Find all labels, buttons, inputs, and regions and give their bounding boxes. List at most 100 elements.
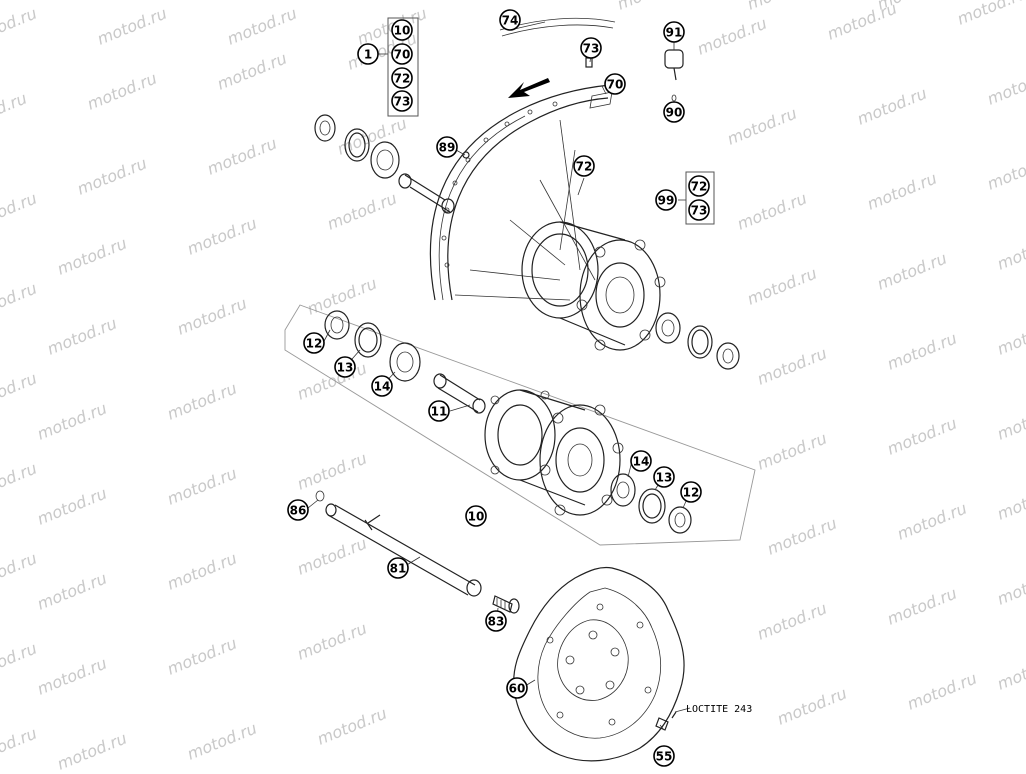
group-item-callout-73: 73: [688, 199, 710, 221]
callout-label: 13: [337, 361, 354, 375]
watermark-text: motod.ru: [764, 514, 839, 559]
watermark-text: motod.ru: [0, 189, 40, 234]
callout-circle: [655, 189, 677, 211]
watermark-text: motod.ru: [294, 534, 369, 579]
callout-14: 14: [371, 375, 393, 397]
callout-label: 72: [576, 160, 593, 174]
rim-center-line: [438, 115, 526, 301]
callout-label: 12: [306, 337, 323, 351]
callout-circle: [391, 67, 413, 89]
watermark-text: motod.ru: [84, 69, 159, 114]
rim-inner-edge: [447, 97, 609, 301]
callout-86: 86: [287, 499, 309, 521]
watermark-text: motod.ru: [324, 189, 399, 234]
valve-cap: [664, 49, 684, 102]
watermark-text: motod.ru: [694, 14, 769, 59]
callout-label: 60: [509, 682, 526, 696]
watermark-text: motod.ru: [0, 639, 40, 684]
callout-circle: [428, 400, 450, 422]
watermark-text: motod.ru: [294, 619, 369, 664]
watermark-text: motod.ru: [744, 0, 819, 14]
axle-nut-86: [315, 490, 325, 502]
callout-label: 13: [656, 471, 673, 485]
watermark-text: motod.ru: [74, 154, 149, 199]
disc-screw: [655, 711, 677, 731]
callout-90: 90: [663, 101, 685, 123]
watermark-text: motod.ru: [174, 294, 249, 339]
callout-10: 10: [465, 505, 487, 527]
upper-right-bearings: [655, 312, 740, 370]
callout-circle: [334, 356, 356, 378]
lower-left-bearings: [324, 310, 486, 414]
callout-11: 11: [428, 400, 450, 422]
watermark-text: motod.ru: [0, 279, 40, 324]
callout-label: 74: [502, 14, 519, 28]
upper-left-bearings: [314, 114, 455, 214]
watermark-text: motod.ru: [0, 724, 40, 769]
callout-91: 91: [663, 21, 685, 43]
callout-circle: [436, 136, 458, 158]
callout-label: 72: [394, 72, 411, 86]
watermark-text: motod.ru: [984, 149, 1026, 194]
watermark-text: motod.ru: [164, 379, 239, 424]
callout-label: 83: [488, 615, 505, 629]
callout-circle: [663, 21, 685, 43]
callout-circle: [391, 43, 413, 65]
group-item-callout-72: 72: [391, 67, 413, 89]
callout-label: 1: [364, 48, 372, 62]
watermark-text: motod.ru: [994, 314, 1026, 359]
watermark-text: motod.ru: [294, 359, 369, 404]
group-callout-99: 99: [655, 189, 677, 211]
axle: [325, 503, 482, 597]
callout-label: 73: [583, 42, 600, 56]
watermark-text: motod.ru: [204, 134, 279, 179]
watermark-text: motod.ru: [164, 634, 239, 679]
callout-circle: [604, 73, 626, 95]
callout-label: 72: [691, 180, 708, 194]
callout-55: 55: [653, 745, 675, 767]
watermark-text: motod.ru: [164, 549, 239, 594]
watermark-text: motod.ru: [0, 89, 30, 134]
loctite-note: LOCTITE 243: [686, 704, 752, 715]
group-box-1: [387, 17, 419, 117]
watermark-text: motod.ru: [754, 429, 829, 474]
watermark-text: motod.ru: [164, 464, 239, 509]
callout-60: 60: [506, 677, 528, 699]
callout-81: 81: [387, 557, 409, 579]
callout-circle: [663, 101, 685, 123]
callout-circle: [573, 155, 595, 177]
callout-circle: [499, 9, 521, 31]
callout-83: 83: [485, 610, 507, 632]
watermark-text: motod.ru: [884, 414, 959, 459]
callout-circle: [465, 505, 487, 527]
watermark-text: motod.ru: [894, 499, 969, 544]
watermark-text: motod.ru: [824, 0, 899, 44]
callout-label: 10: [468, 510, 485, 524]
callout-circle: [506, 677, 528, 699]
watermark-text: motod.ru: [724, 104, 799, 149]
watermark-text: motod.ru: [224, 4, 299, 49]
callout-13: 13: [653, 466, 675, 488]
callout-73: 73: [580, 37, 602, 59]
watermark-text: motod.ru: [294, 449, 369, 494]
callout-circle: [371, 375, 393, 397]
callout-label: 99: [658, 194, 675, 208]
watermark-text: motod.ru: [954, 0, 1026, 29]
upper-hub: [521, 221, 666, 351]
callout-circle: [387, 557, 409, 579]
watermark-text: motod.ru: [214, 49, 289, 94]
watermark-text: motod.ru: [864, 169, 939, 214]
watermark-text: motod.ru: [854, 84, 929, 129]
watermark-text: motod.ru: [774, 684, 849, 729]
callout-89: 89: [436, 136, 458, 158]
watermark-text: motod.ru: [34, 484, 109, 529]
group-item-callout-70: 70: [391, 43, 413, 65]
group-item-callout-10: 10: [391, 19, 413, 41]
callout-circle: [580, 37, 602, 59]
callout-12: 12: [303, 332, 325, 354]
watermark-text: motod.ru: [884, 329, 959, 374]
callout-label: 81: [390, 562, 407, 576]
callout-72: 72: [573, 155, 595, 177]
callout-label: 73: [394, 95, 411, 109]
